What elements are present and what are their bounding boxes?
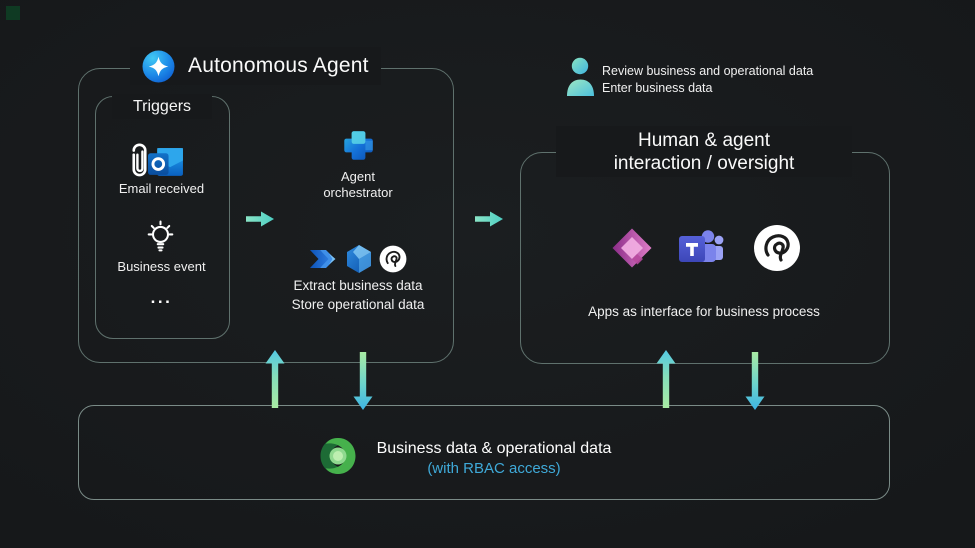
power-automate-icon [309,244,339,274]
user-legend-text: Review business and operational data Ent… [602,63,813,97]
autonomous-agent-title-text: Autonomous Agent [188,54,369,77]
human-oversight-title-line2: interaction / oversight [613,152,795,174]
trigger-email-label: Email received [118,181,205,196]
arrow-triggers-to-orchestrator [246,211,274,227]
user-icon [566,57,596,97]
lightbulb-icon [142,219,179,256]
trigger-more-label: ... [150,288,173,307]
outlook-icon [148,145,185,180]
data-store-text: Business data & operational data (with R… [370,438,618,478]
scribble-app-icon [379,245,407,273]
corner-mark [6,6,20,20]
autonomous-agent-title: Autonomous Agent [130,47,381,85]
data-store-line2: (with RBAC access) [427,460,561,477]
data-store-line1: Business data & operational data [376,440,612,457]
blue-hexagon-icon [343,243,375,275]
agent-orchestrator-label: Agent orchestrator [323,169,393,200]
arrow-up-right [656,350,676,408]
paperclip-icon [128,142,151,180]
dataverse-icon [317,436,359,476]
trigger-business-event-label: Business event [117,259,206,274]
scribble-app-icon-large [753,224,801,272]
actions-caption-line2: Store operational data [291,297,425,312]
user-legend-line2: Enter business data [602,81,713,95]
teams-icon [678,227,724,269]
human-oversight-title-line1: Human & agent [637,129,771,151]
arrow-up-left [265,350,285,408]
human-oversight-caption: Apps as interface for business process [588,304,820,319]
user-legend-line1: Review business and operational data [602,64,814,78]
copilot-icon [142,50,175,83]
power-apps-icon [610,226,654,270]
actions-icon-row [300,243,416,275]
arrow-down-left [353,352,373,410]
human-oversight-title: Human & agent interaction / oversight [556,126,852,177]
arrow-agent-to-human [475,211,503,227]
data-store-box [78,405,890,500]
triggers-title-text: Triggers [132,97,192,115]
agent-orchestrator-icon [339,127,377,165]
actions-caption: Extract business data Store operational … [270,276,446,314]
actions-caption-line1: Extract business data [293,278,423,293]
triggers-title: Triggers [112,94,212,119]
arrow-down-right [745,352,765,410]
